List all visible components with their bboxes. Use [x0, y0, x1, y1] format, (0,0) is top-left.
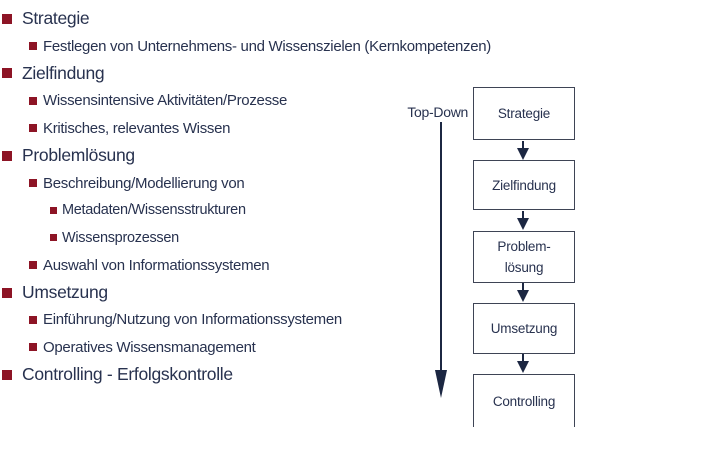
outline-item: Auswahl von Informationssystemen — [0, 252, 560, 279]
bullet-icon — [29, 343, 37, 352]
flow-box-label: lösung — [504, 260, 544, 275]
top-down-arrow-icon — [435, 370, 447, 398]
flow-box-label: Controlling — [492, 393, 556, 409]
outline-item: Umsetzung — [0, 279, 560, 306]
bullet-icon — [29, 124, 37, 133]
bullet-icon — [2, 150, 12, 161]
outline-item-text: Zielfindung — [22, 62, 105, 83]
outline-item: Wissensintensive Aktivitäten/Prozesse — [0, 87, 560, 114]
bullet-icon — [29, 315, 37, 324]
outline-item-text: Einführung/Nutzung von Informationssyste… — [43, 311, 342, 329]
outline-item: Strategie — [0, 5, 560, 32]
flow-box-label: Umsetzung — [490, 321, 558, 336]
down-arrow-icon — [517, 283, 529, 302]
down-arrow-icon — [517, 141, 529, 160]
outline-item-text: Operatives Wissensmanagement — [43, 338, 256, 356]
outline-item: Festlegen von Unternehmens- und Wissensz… — [0, 32, 560, 59]
outline-item-text: Strategie — [22, 8, 90, 29]
bullet-icon — [2, 287, 12, 298]
flow-box-controlling: Controlling — [473, 374, 575, 427]
down-arrow-icon — [517, 354, 529, 373]
bullet-icon — [50, 206, 57, 214]
bullet-icon — [29, 42, 37, 51]
outline-item-text: Problemlösung — [22, 145, 135, 166]
flow-box-umsetzung: Umsetzung — [473, 303, 575, 354]
down-arrow-icon — [517, 211, 529, 230]
outline-item: Metadaten/Wissensstrukturen — [0, 197, 560, 224]
flow-box-strategie: Strategie — [473, 87, 575, 140]
bullet-icon — [2, 369, 12, 380]
outline-item: Zielfindung — [0, 60, 560, 87]
outline-item: Wissensprozessen — [0, 224, 560, 251]
flow-box-label: Strategie — [497, 106, 551, 121]
bullet-icon — [50, 234, 57, 242]
outline-item-text: Umsetzung — [22, 282, 108, 303]
bullet-icon — [29, 96, 37, 105]
flow-box-label: Problem- — [497, 239, 551, 254]
bullet-icon — [29, 179, 37, 188]
outline-item-text: Wissensprozessen — [62, 229, 179, 246]
outline-item-text: Metadaten/Wissensstrukturen — [62, 202, 246, 219]
flow-box-problemloesung: Problem- lösung — [473, 231, 575, 283]
outline-item-text: Wissensintensive Aktivitäten/Prozesse — [43, 92, 288, 110]
outline-item: Einführung/Nutzung von Informationssyste… — [0, 306, 560, 333]
top-down-arrow-line — [440, 122, 442, 370]
outline-item-text: Controlling - Erfolgskontrolle — [22, 364, 233, 385]
outline-item-text: Beschreibung/Modellierung von — [43, 174, 245, 192]
bullet-icon — [2, 13, 12, 24]
outline-list: Strategie Festlegen von Unternehmens- un… — [0, 5, 560, 388]
outline-item-text: Kritisches, relevantes Wissen — [43, 119, 231, 137]
outline-item-text: Auswahl von Informationssystemen — [43, 256, 270, 274]
outline-item: Beschreibung/Modellierung von — [0, 169, 560, 196]
outline-item-text: Festlegen von Unternehmens- und Wissensz… — [43, 37, 492, 55]
top-down-label: Top-Down — [407, 104, 468, 120]
outline-item: Kritisches, relevantes Wissen — [0, 115, 560, 142]
bullet-icon — [2, 68, 12, 79]
flow-box-zielfindung: Zielfindung — [473, 160, 575, 210]
outline-item: Problemlösung — [0, 142, 560, 169]
outline-item: Controlling - Erfolgskontrolle — [0, 361, 560, 388]
bullet-icon — [29, 261, 37, 270]
outline-item: Operatives Wissensmanagement — [0, 334, 560, 361]
flow-box-label: Zielfindung — [492, 177, 556, 193]
